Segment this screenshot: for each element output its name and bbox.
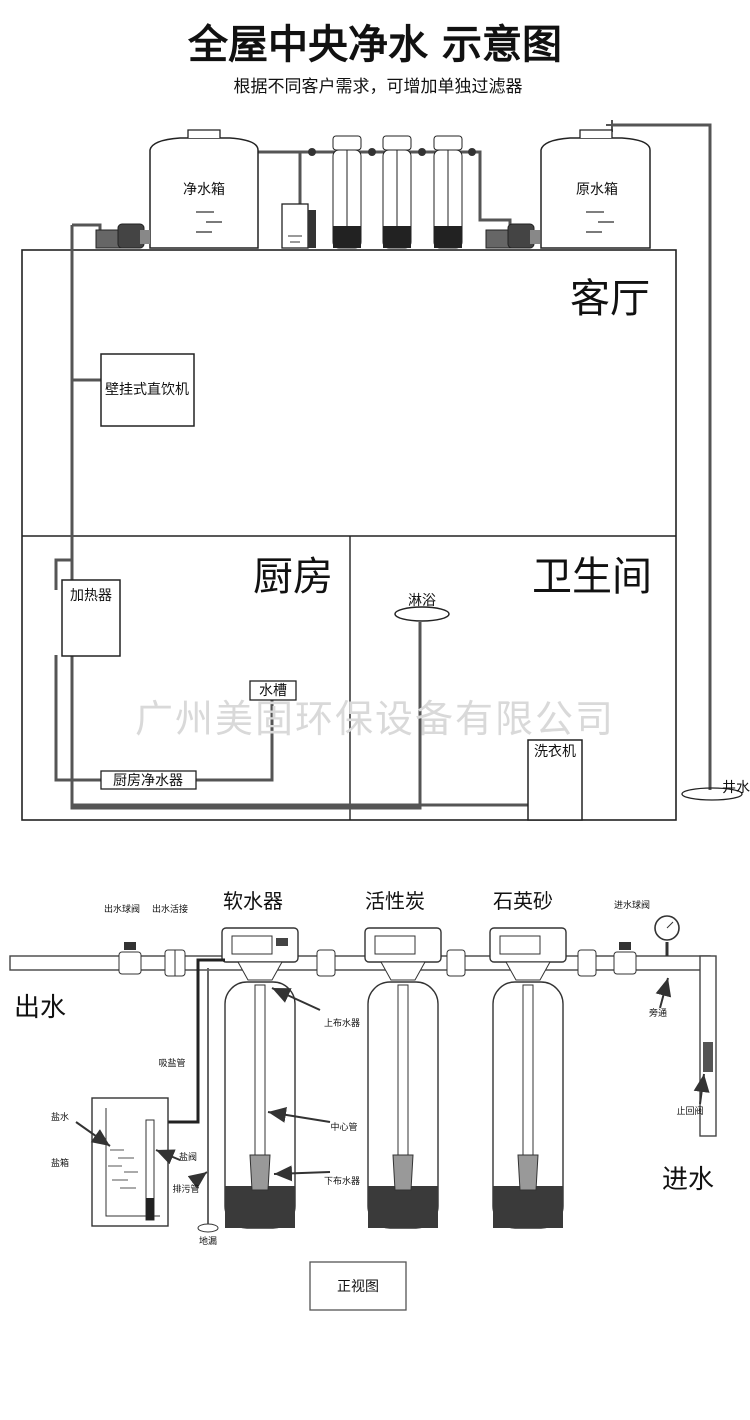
right-pump-icon [485, 223, 540, 249]
floor-drain-icon [197, 1223, 219, 1233]
outlet-union-icon [164, 949, 186, 977]
clean-tank-label: 净水箱 [183, 182, 225, 198]
front-view: 软水器 活性炭 石英砂 出水球阀 出水活接 进水球阀 出水 进水 上布水器 中心… [9, 889, 717, 1311]
small-brine-box-icon [281, 203, 316, 249]
page-subtitle: 根据不同客户需求，可增加单独过滤器 [234, 77, 523, 97]
carbon-tank [364, 927, 442, 1229]
room-label-kitchen: 厨房 [253, 554, 333, 600]
well-icon [681, 787, 743, 801]
room-label-living: 客厅 [570, 276, 650, 322]
house-plan [21, 249, 677, 821]
left-pump-icon [95, 223, 150, 249]
softener-tank [221, 927, 299, 1229]
inlet-valve-icon [613, 942, 637, 975]
sink-label: 水槽 [259, 683, 287, 699]
heater-label: 加热器 [70, 588, 112, 604]
floor-drain-label: 地漏 [199, 1235, 217, 1247]
brine-valve-label: 盐阀 [179, 1151, 197, 1163]
check-valve-icon [703, 1042, 713, 1072]
brine-tank-box [91, 1097, 169, 1227]
quartz-tank [489, 927, 567, 1229]
shower-head-icon [394, 606, 450, 622]
kitchen-purifier-label: 厨房净水器 [113, 773, 183, 789]
kitchen-purifier-box [100, 770, 197, 790]
bypass-label: 旁通 [649, 1007, 667, 1019]
carbon-label: 活性炭 [365, 889, 425, 913]
heater-box [61, 579, 121, 657]
upper-distributor-label: 上布水器 [324, 1017, 360, 1029]
brine-water-label: 盐水 [51, 1111, 69, 1123]
water-in-label: 进水 [662, 1165, 714, 1195]
softener-label: 软水器 [223, 889, 283, 913]
center-tube-label: 中心管 [330, 1121, 357, 1133]
brine-suction-label: 吸盐管 [158, 1057, 185, 1069]
view-caption-box [309, 1261, 407, 1311]
shower-label: 淋浴 [408, 593, 436, 609]
raw-tank-label: 原水箱 [576, 182, 618, 198]
outlet-union-label: 出水活接 [152, 903, 188, 915]
inlet-valve-label: 进水球阀 [614, 899, 650, 911]
main-pipe [9, 955, 711, 971]
wall-dispenser-box [100, 353, 195, 427]
lower-distributor-label: 下布水器 [324, 1175, 360, 1187]
pressure-gauge-icon [654, 915, 680, 956]
top-filter-carbon [382, 135, 412, 249]
raw-tank [540, 129, 651, 249]
water-out-label: 出水 [14, 993, 66, 1023]
drain-pipe-label: 排污管 [172, 1183, 199, 1195]
well-water-label: 井水 [722, 780, 750, 796]
room-label-bathroom: 卫生间 [532, 554, 652, 600]
outlet-valve-label: 出水球阀 [104, 903, 140, 915]
callout-arrows [75, 977, 710, 1190]
clean-tank [149, 129, 259, 249]
check-valve-label: 止回阀 [676, 1105, 703, 1117]
washer-box [527, 739, 583, 821]
outlet-valve-icon [118, 942, 142, 975]
union-icon [316, 949, 597, 977]
brine-tank-label: 盐箱 [51, 1157, 69, 1169]
sink-box [249, 680, 297, 701]
wall-dispenser-label: 壁挂式直饮机 [105, 381, 189, 398]
watermark: 广州美固环保设备有限公司 [135, 697, 615, 741]
top-filter-softener [332, 135, 362, 249]
house-outline [21, 249, 677, 821]
washer-label: 洗衣机 [534, 744, 576, 760]
view-caption: 正视图 [337, 1279, 379, 1295]
quartz-label: 石英砂 [493, 889, 553, 913]
page-title: 全屋中央净水 示意图 [187, 22, 562, 68]
top-filter-quartz [433, 135, 463, 249]
